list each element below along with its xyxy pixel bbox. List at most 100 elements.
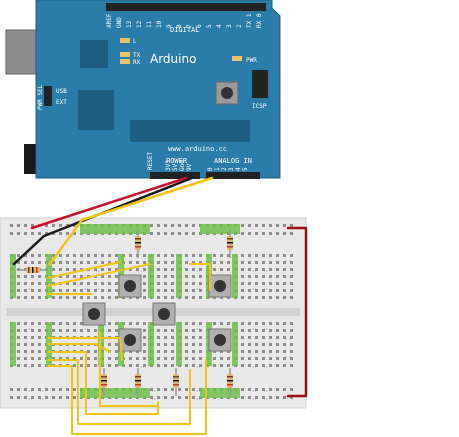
push-button-3[interactable] — [82, 302, 106, 326]
hole — [248, 357, 251, 360]
hole — [101, 261, 104, 264]
hole — [262, 275, 265, 278]
digital-pin-label-7: 8 — [176, 24, 183, 28]
wire-yellow-4 — [189, 263, 211, 291]
hole — [255, 232, 258, 235]
push-button-1[interactable] — [118, 274, 142, 298]
hole — [248, 282, 251, 285]
hole — [255, 224, 258, 227]
hole — [248, 350, 251, 353]
resistors — [18, 230, 233, 396]
hole — [115, 282, 118, 285]
hole — [87, 289, 90, 292]
hole — [269, 275, 272, 278]
hole — [129, 364, 132, 367]
hole — [87, 357, 90, 360]
push-button-2[interactable] — [208, 274, 232, 298]
hole — [192, 275, 195, 278]
hole — [185, 364, 188, 367]
hole — [255, 364, 258, 367]
hole — [66, 282, 69, 285]
hole — [157, 329, 160, 332]
hole — [87, 329, 90, 332]
hole — [66, 396, 69, 399]
power-pin-label-3: 9V — [186, 163, 193, 171]
hole — [129, 357, 132, 360]
hole — [290, 296, 293, 299]
hole — [31, 329, 34, 332]
hole — [38, 350, 41, 353]
hole — [115, 254, 118, 257]
hole — [276, 254, 279, 257]
hole — [73, 364, 76, 367]
board-url: www.arduino.cc — [168, 145, 227, 153]
hole — [24, 296, 27, 299]
hole — [38, 282, 41, 285]
hole — [115, 289, 118, 292]
hole — [262, 268, 265, 271]
hole — [269, 396, 272, 399]
hole — [136, 322, 139, 325]
hole — [108, 296, 111, 299]
hole-highlight — [80, 388, 150, 398]
reset-button-cap[interactable] — [221, 87, 233, 99]
hole — [262, 282, 265, 285]
hole — [185, 282, 188, 285]
hole — [199, 268, 202, 271]
hole — [24, 232, 27, 235]
hole — [269, 364, 272, 367]
hole — [52, 396, 55, 399]
hole — [73, 388, 76, 391]
hole — [24, 289, 27, 292]
hole — [276, 275, 279, 278]
push-button-6[interactable] — [208, 328, 232, 352]
hole — [290, 364, 293, 367]
hole — [213, 254, 216, 257]
hole — [248, 296, 251, 299]
wire-black — [12, 176, 194, 266]
hole — [185, 261, 188, 264]
hole — [150, 224, 153, 227]
hole — [171, 396, 174, 399]
hole — [108, 289, 111, 292]
hole — [164, 343, 167, 346]
hole — [213, 322, 216, 325]
hole — [101, 289, 104, 292]
hole — [276, 268, 279, 271]
hole — [276, 388, 279, 391]
hole — [24, 254, 27, 257]
hole — [24, 322, 27, 325]
hole — [94, 282, 97, 285]
hole — [94, 329, 97, 332]
digital-pin-label-2: 13 — [126, 20, 133, 28]
hole — [255, 343, 258, 346]
hole — [108, 364, 111, 367]
hole — [38, 396, 41, 399]
hole — [248, 289, 251, 292]
hole — [94, 289, 97, 292]
hole — [192, 232, 195, 235]
analog-pin-label-0: 0 — [207, 167, 214, 171]
hole — [17, 322, 20, 325]
hole — [241, 396, 244, 399]
push-button-5[interactable] — [118, 328, 142, 352]
hole — [59, 275, 62, 278]
hole — [157, 336, 160, 339]
hole — [10, 224, 13, 227]
digital-label: DIGITAL — [170, 26, 200, 34]
hole-highlight — [176, 254, 182, 298]
hole — [80, 357, 83, 360]
hole — [290, 261, 293, 264]
hole — [213, 261, 216, 264]
hole — [157, 364, 160, 367]
hole — [227, 357, 230, 360]
hole — [199, 364, 202, 367]
hole — [171, 343, 174, 346]
hole — [73, 282, 76, 285]
push-button-4[interactable] — [152, 302, 176, 326]
hole — [52, 282, 55, 285]
hole — [255, 336, 258, 339]
hole — [220, 268, 223, 271]
hole — [38, 275, 41, 278]
hole — [66, 388, 69, 391]
